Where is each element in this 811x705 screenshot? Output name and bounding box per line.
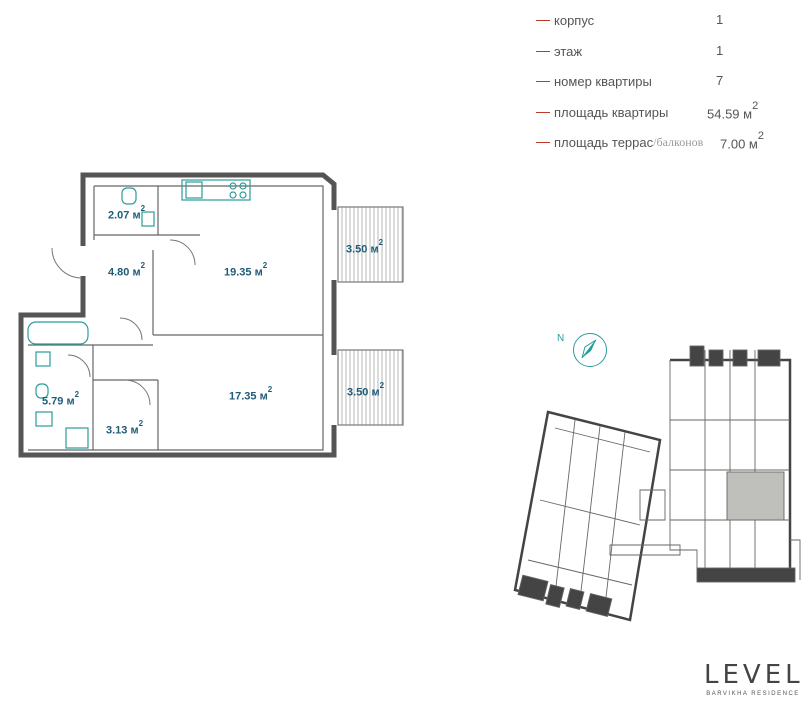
dash-marker <box>536 142 550 144</box>
compass-icon <box>573 333 607 367</box>
inner-walls <box>28 185 324 451</box>
info-terrace-number: 7.00 м <box>720 136 758 152</box>
info-floor-label: этаж <box>554 44 583 60</box>
room-hall-area: 4.80 м2 <box>108 261 146 279</box>
info-building: корпус <box>536 12 594 32</box>
fixtures <box>27 179 251 449</box>
room-bath-sup: 2 <box>74 390 80 399</box>
info-area: площадь квартиры <box>536 104 668 124</box>
dash-marker <box>536 20 550 22</box>
info-terrace-label: площадь террас <box>554 135 654 151</box>
room-wc-area: 2.07 м2 <box>108 204 146 222</box>
room-hall-sup: 2 <box>140 261 146 270</box>
room-bedroom-sup: 2 <box>267 385 273 394</box>
room-balcony-bottom-area: 3.50 м2 <box>347 381 385 399</box>
info-terrace-value: 7.00 м2 <box>720 130 764 152</box>
info-area-value: 54.59 м2 <box>707 100 758 122</box>
info-terrace-label-alt: /балконов <box>653 135 704 150</box>
info-area-label: площадь квартиры <box>554 105 669 121</box>
room-kitchen-sup: 2 <box>262 261 268 270</box>
room-bedroom-value: 17.35 м <box>229 390 268 403</box>
info-floor-value: 1 <box>716 43 724 58</box>
room-balcony-top-value: 3.50 м <box>346 243 379 256</box>
compass-north-letter: N <box>557 333 565 344</box>
room-storage-area: 3.13 м2 <box>106 419 144 437</box>
room-balcony-bottom-sup: 2 <box>379 381 385 390</box>
room-storage-sup: 2 <box>138 419 144 428</box>
outer-walls <box>18 172 337 458</box>
brand-logo: LEVEL BARVIKHA RESIDENCE <box>704 660 802 697</box>
room-hall-value: 4.80 м <box>108 266 141 279</box>
dash-marker <box>536 81 550 83</box>
info-apartment-value: 7 <box>716 73 724 88</box>
room-balcony-top-area: 3.50 м2 <box>346 238 384 256</box>
info-apartment: номер квартиры <box>536 73 652 93</box>
info-apartment-label: номер квартиры <box>554 74 652 90</box>
room-wc-sup: 2 <box>140 204 146 213</box>
room-bath-value: 5.79 м <box>42 395 75 408</box>
info-building-value: 1 <box>716 12 724 27</box>
info-floor: этаж <box>536 43 582 63</box>
room-kitchen-area: 19.35 м2 <box>224 261 268 279</box>
logo-subtitle: BARVIKHA RESIDENCE <box>706 691 800 697</box>
site-plan <box>513 345 801 622</box>
info-terrace-sup: 2 <box>757 130 764 142</box>
room-bath-area: 5.79 м2 <box>42 390 80 408</box>
info-building-label: корпус <box>554 13 595 29</box>
info-area-number: 54.59 м <box>707 106 753 122</box>
logo-word: LEVEL <box>704 660 804 690</box>
doors <box>51 239 196 406</box>
room-balcony-bottom-value: 3.50 м <box>347 386 380 399</box>
room-storage-value: 3.13 м <box>106 424 139 437</box>
info-terrace: площадь террас/балконов <box>536 134 703 154</box>
balconies <box>337 206 404 426</box>
room-kitchen-value: 19.35 м <box>224 266 263 279</box>
room-balcony-top-sup: 2 <box>378 238 384 247</box>
room-wc-value: 2.07 м <box>108 209 141 222</box>
info-area-sup: 2 <box>752 100 759 112</box>
dash-marker <box>536 112 550 114</box>
room-bedroom-area: 17.35 м2 <box>229 385 273 403</box>
dash-marker <box>536 51 550 53</box>
